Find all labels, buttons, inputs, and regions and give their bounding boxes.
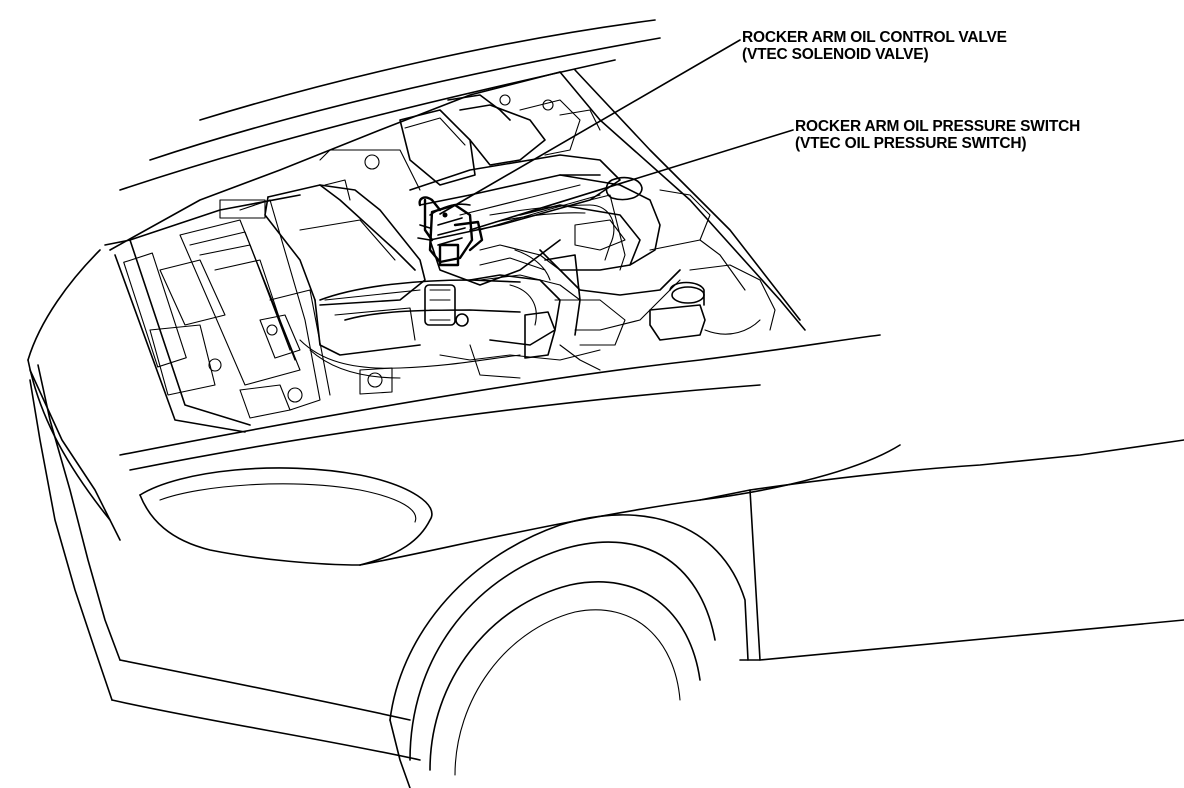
- battery-area: [319, 94, 601, 201]
- intake-duct: [319, 274, 561, 359]
- label-rocker-arm-oil-pressure-switch: ROCKER ARM OIL PRESSURE SWITCH (VTEC OIL…: [795, 118, 1080, 152]
- label-line-1: ROCKER ARM OIL CONTROL VALVE: [742, 29, 1007, 46]
- label-line-2: (VTEC OIL PRESSURE SWITCH): [795, 135, 1027, 152]
- car-body-outline: [27, 19, 1184, 788]
- hoses-and-harness: [299, 204, 615, 379]
- radiator-area: [104, 194, 331, 433]
- engine-cylinder-head: [409, 154, 681, 346]
- label-line-2: (VTEC SOLENOID VALVE): [742, 46, 929, 63]
- air-cleaner-box: [219, 184, 426, 356]
- vtec-solenoid-assembly: [417, 196, 484, 267]
- label-line-1: ROCKER ARM OIL PRESSURE SWITCH: [795, 118, 1081, 135]
- right-side-components: [359, 189, 776, 395]
- leader-line-oil-control-valve: [439, 39, 741, 215]
- label-rocker-arm-oil-control-valve: ROCKER ARM OIL CONTROL VALVE (VTEC SOLEN…: [742, 29, 1007, 63]
- leader-line-oil-pressure-switch: [469, 129, 794, 231]
